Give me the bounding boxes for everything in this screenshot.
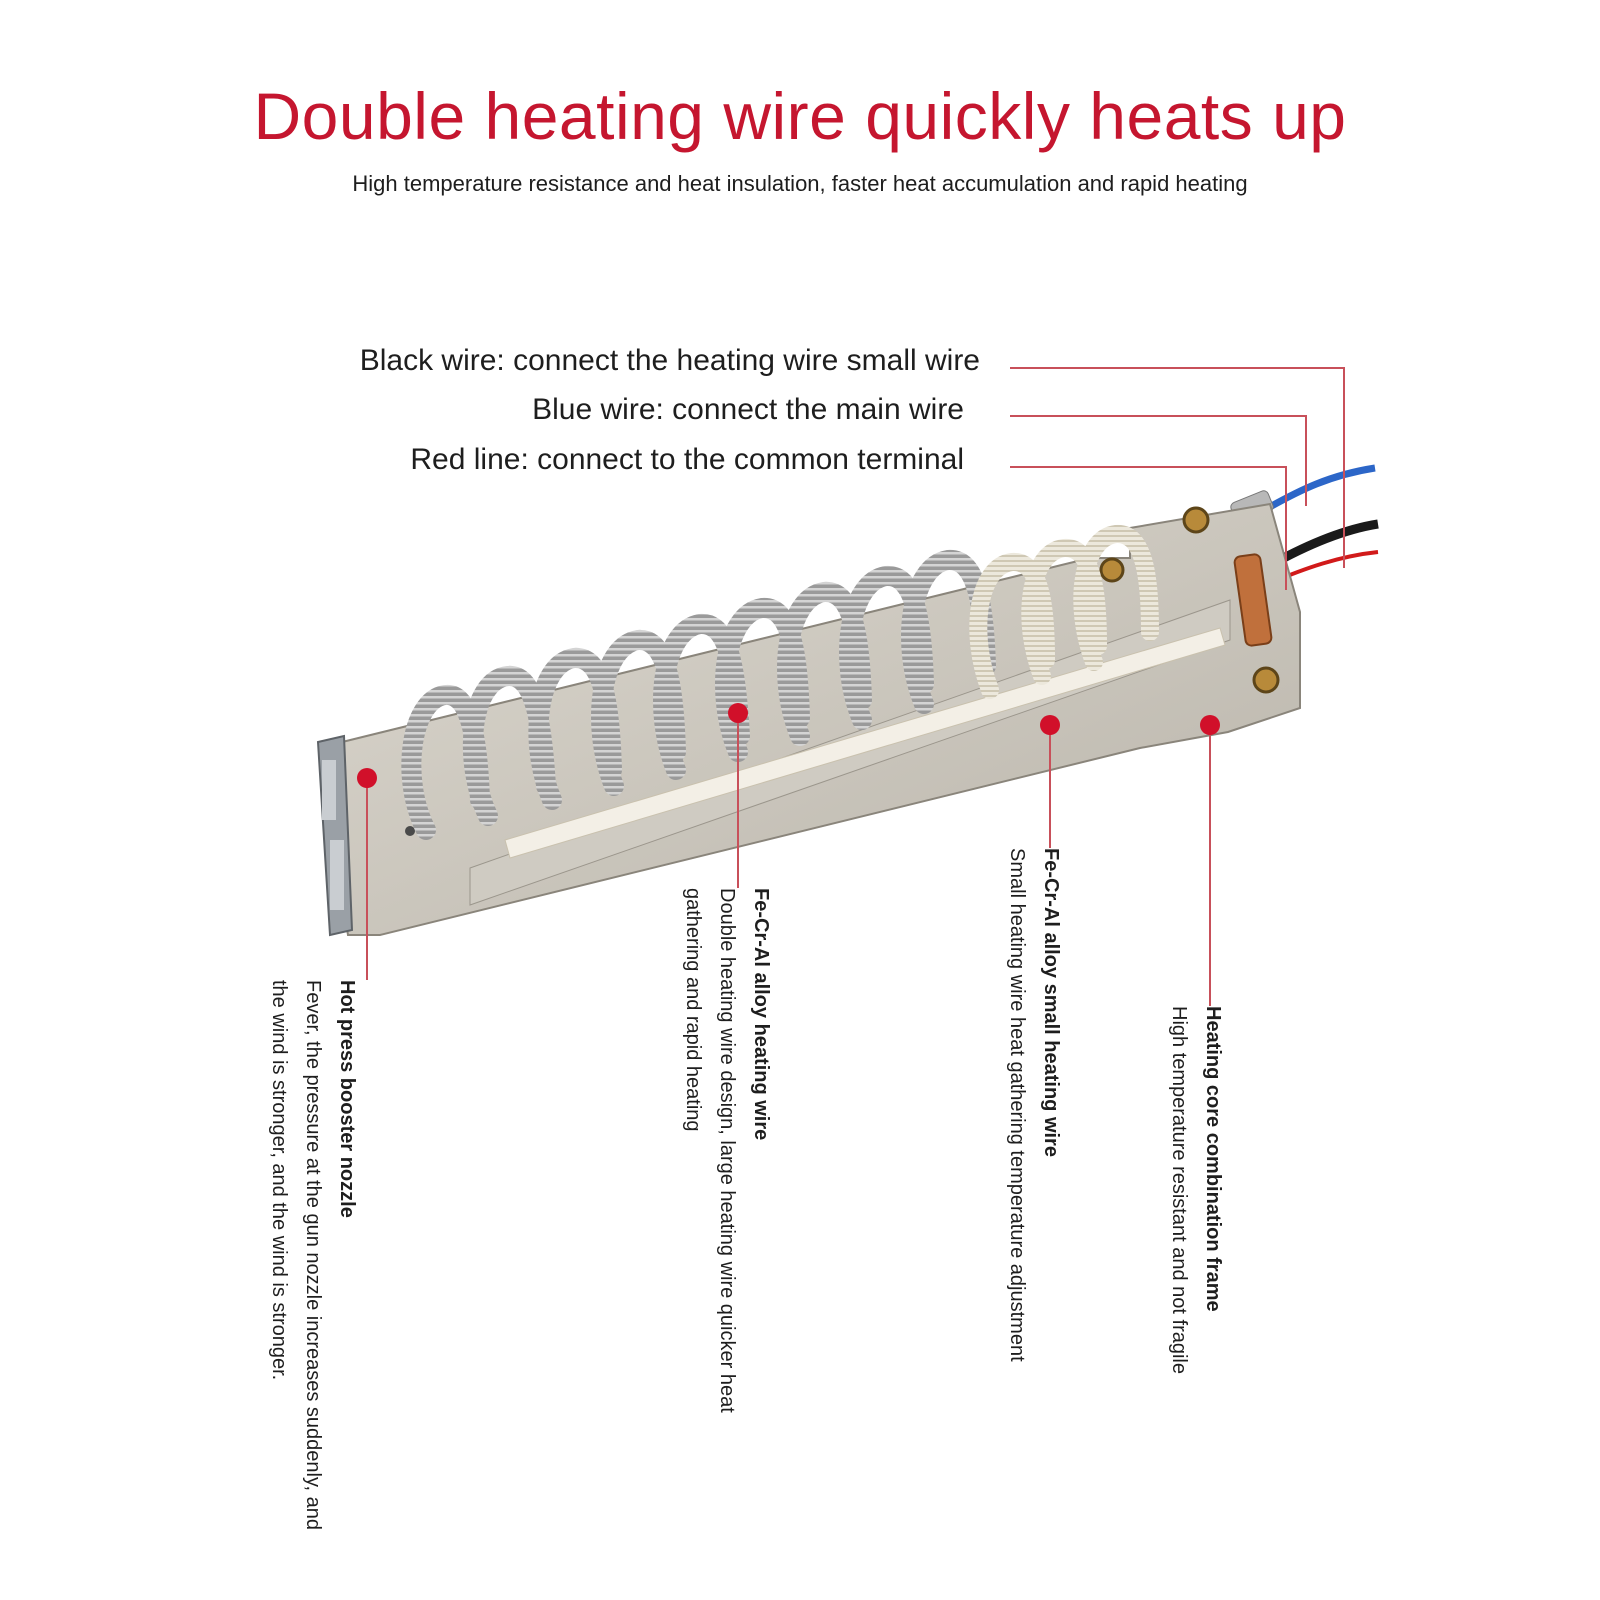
nozzle-callout: Hot press booster nozzle Fever, the pres… bbox=[262, 980, 364, 1540]
nozzle-marker bbox=[357, 768, 377, 788]
large-wire-marker bbox=[728, 703, 748, 723]
nozzle-callout-text: Fever, the pressure at the gun nozzle in… bbox=[268, 980, 324, 1530]
red-wire-leader bbox=[1010, 466, 1287, 590]
callout-markers bbox=[357, 703, 1220, 1006]
small-wire-callout-text: Small heating wire heat gathering temper… bbox=[1006, 848, 1028, 1362]
small-heating-coils bbox=[969, 525, 1159, 699]
frame-callout-title: Heating core combination frame bbox=[1202, 1006, 1224, 1312]
red-wire-label: Red line: connect to the common terminal bbox=[410, 443, 964, 476]
black-wire-leader bbox=[1010, 367, 1345, 568]
page-title: Double heating wire quickly heats up bbox=[253, 79, 1347, 153]
small-wire-callout-title: Fe-Cr-Al alloy small heating wire bbox=[1040, 848, 1062, 1157]
frame-callout: Heating core combination frame High temp… bbox=[1162, 1006, 1230, 1526]
black-wire-label: Black wire: connect the heating wire sma… bbox=[359, 344, 980, 377]
small-wire-callout: Fe-Cr-Al alloy small heating wire Small … bbox=[1000, 848, 1068, 1508]
frame-marker bbox=[1200, 715, 1220, 735]
blue-wire-leader bbox=[1010, 415, 1307, 506]
large-wire-callout-title: Fe-Cr-Al alloy heating wire bbox=[750, 888, 772, 1141]
frame-callout-text: High temperature resistant and not fragi… bbox=[1168, 1006, 1190, 1374]
small-wire-marker bbox=[1040, 715, 1060, 735]
nozzle-callout-title: Hot press booster nozzle bbox=[336, 980, 358, 1218]
blue-wire-label: Blue wire: connect the main wire bbox=[532, 393, 964, 426]
blue-wire bbox=[1266, 464, 1376, 512]
large-wire-callout-text: Double heating wire design, large heatin… bbox=[682, 888, 738, 1413]
wire-label-leaders bbox=[1010, 367, 1345, 590]
large-wire-callout: Fe-Cr-Al alloy heating wire Double heati… bbox=[676, 888, 778, 1488]
copper-terminal bbox=[1233, 553, 1273, 647]
page-subtitle: High temperature resistance and heat ins… bbox=[352, 171, 1248, 196]
